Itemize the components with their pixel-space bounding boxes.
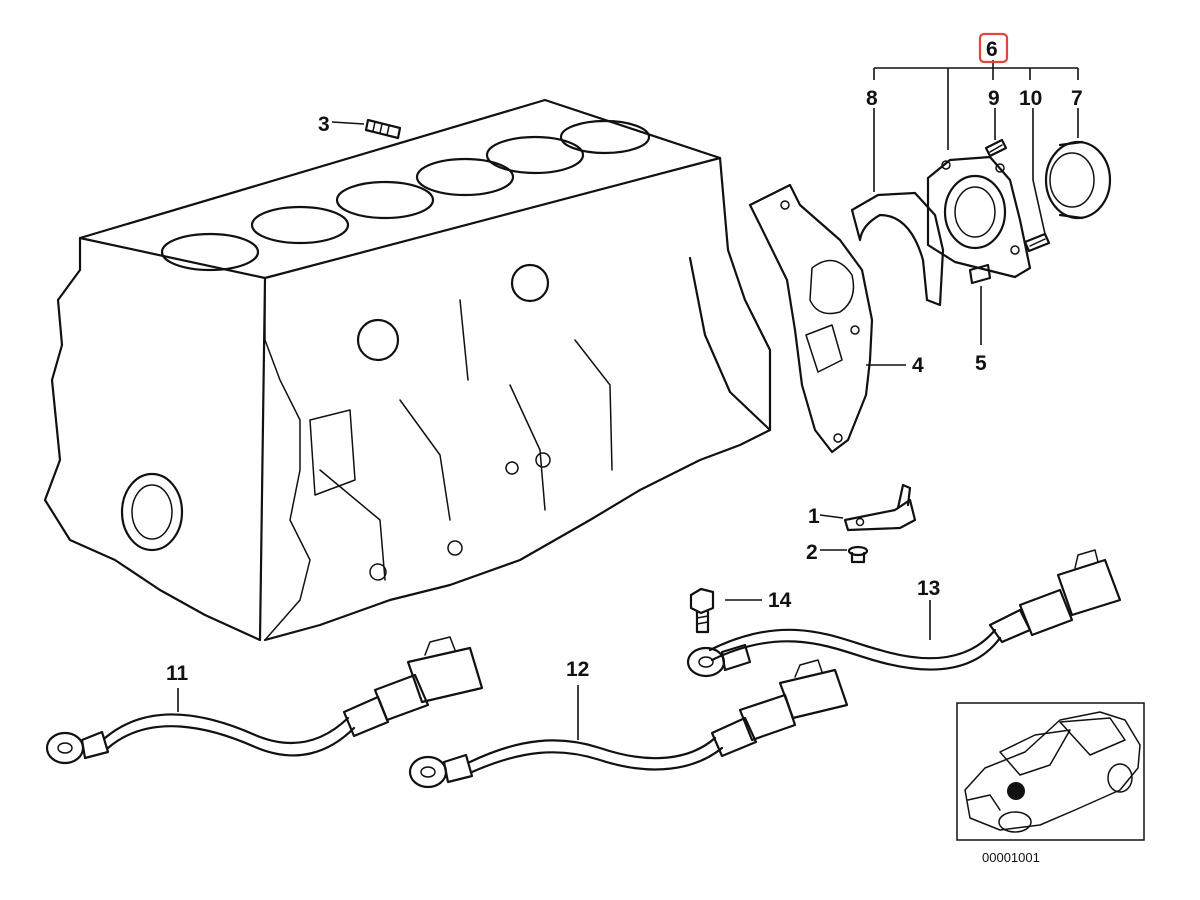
callout-9: 9	[988, 87, 1000, 110]
bolt-part-10	[1023, 232, 1051, 253]
callout-13: 13	[917, 577, 940, 600]
callout-8: 8	[866, 87, 878, 110]
knock-sensor-part-12	[408, 659, 849, 789]
callout-12: 12	[566, 658, 589, 681]
callout-3: 3	[318, 113, 330, 136]
callout-7: 7	[1071, 87, 1083, 110]
bolt-part-9	[984, 138, 1008, 158]
callout-bracket-6	[873, 32, 1079, 235]
knock-sensor-part-11	[45, 636, 484, 765]
callout-5: 5	[975, 352, 987, 375]
knock-sensor-part-13	[686, 549, 1122, 678]
highlight-box	[978, 32, 1009, 64]
callout-10: 10	[1019, 87, 1042, 110]
callout-2: 2	[806, 541, 818, 564]
callout-11: 11	[166, 662, 189, 685]
screw-part-2	[820, 545, 869, 564]
callout-4: 4	[912, 354, 924, 377]
oil-seal-part-7	[1044, 140, 1112, 220]
engine-block	[43, 98, 772, 642]
location-marker-icon	[1007, 782, 1025, 800]
gasket-part-8	[850, 191, 945, 307]
bolt-part-14	[689, 587, 762, 634]
stud-part-3	[331, 118, 402, 140]
callout-labels: 1 2 3 4 5 6 7 8 9 10 11 12 13 14	[166, 38, 1083, 685]
bracket-part-1	[819, 483, 917, 532]
inset-code: 00001001	[982, 850, 1040, 865]
callout-6: 6	[986, 38, 998, 61]
callout-14: 14	[768, 589, 792, 612]
gasket-part-4	[748, 183, 906, 454]
vehicle-location-inset: 00001001	[956, 702, 1145, 865]
callout-1: 1	[808, 505, 820, 528]
dowel-part-5	[968, 263, 992, 345]
